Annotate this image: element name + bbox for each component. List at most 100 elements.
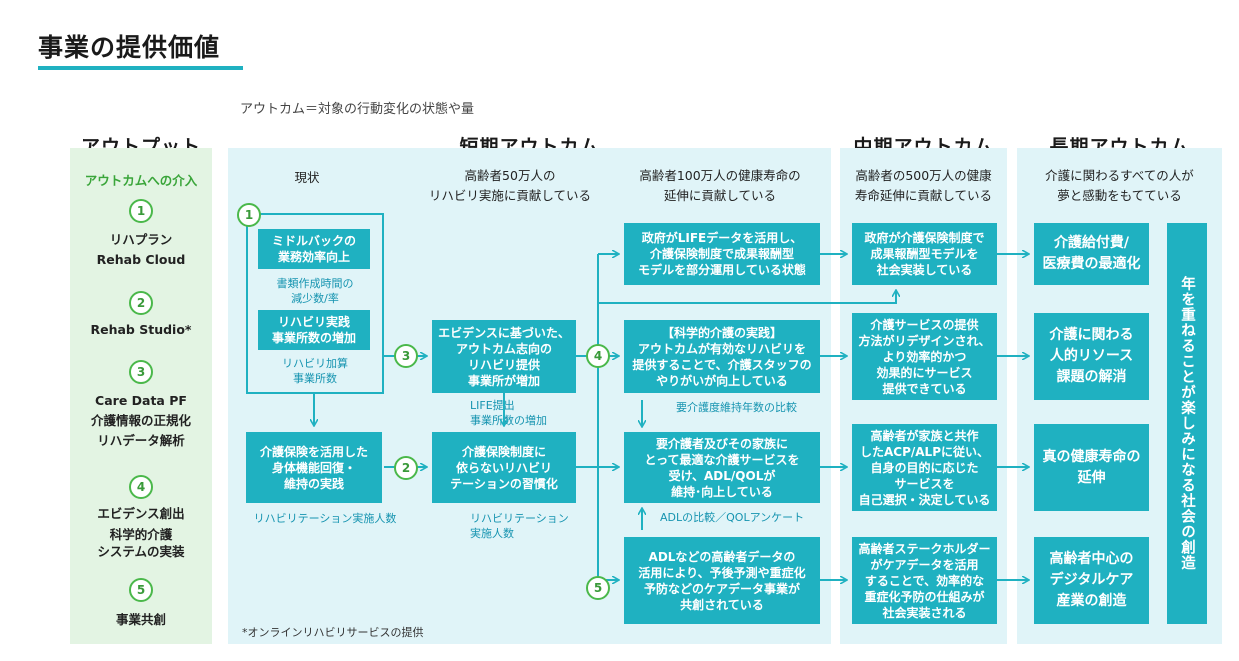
box-line: エビデンスに基づいた、 bbox=[438, 325, 570, 340]
box-line: 高齢者中心の bbox=[1049, 551, 1134, 567]
box-line: 介護保険を活用した bbox=[259, 444, 368, 459]
box-line: 受け、ADL/QOLが bbox=[668, 468, 776, 483]
box-line: 高齢者ステークホルダー bbox=[858, 541, 991, 556]
subhead-line: 延伸に貢献している bbox=[663, 188, 777, 203]
output-item-4-line: 科学的介護 bbox=[109, 527, 173, 542]
box-line: 介護給付費/ bbox=[1053, 235, 1130, 251]
box-mid-3: 高齢者が家族と共作したACP/ALPに従い、自身の目的に応じたサービスを自己選択… bbox=[852, 424, 997, 511]
output-panel bbox=[70, 148, 212, 644]
output-num-1: 1 bbox=[129, 199, 153, 223]
step-circle-4: 4 bbox=[586, 344, 610, 368]
box-line: 自己選択・決定している bbox=[858, 492, 991, 507]
box-line: テーションの習慣化 bbox=[450, 476, 558, 491]
box-line: サービスを bbox=[894, 476, 955, 491]
page-title: 事業の提供価値 bbox=[38, 33, 221, 62]
step-circle-5: 5 bbox=[586, 576, 610, 600]
label-document-time: 書類作成時間の減少数/率 bbox=[250, 276, 380, 306]
output-item-1-line: リハプラン bbox=[109, 232, 173, 247]
box-line: モデルを部分運用している状態 bbox=[638, 263, 806, 277]
box-line: 介護に関わる bbox=[1049, 327, 1134, 343]
label-line: リハビリテーション bbox=[470, 512, 569, 525]
box-line: することで、効率的な bbox=[864, 573, 985, 588]
label-line: 事業所数 bbox=[293, 372, 337, 385]
output-num-2: 2 bbox=[129, 291, 153, 315]
box-habit: 介護保険制度に依らないリハビリテーションの習慣化 bbox=[432, 432, 576, 503]
label-line: 実施人数 bbox=[470, 527, 514, 540]
box-mid-4: 高齢者ステークホルダーがケアデータを活用することで、効率的な重症化予防の仕組みが… bbox=[852, 537, 997, 624]
output-item-5: 事業共創 bbox=[70, 610, 212, 630]
box-line: やりがいが向上している bbox=[656, 373, 788, 388]
current-state-group bbox=[246, 213, 384, 394]
box-line: 社会実装している bbox=[876, 263, 973, 277]
subhead-line: 夢と感動をもてている bbox=[1057, 188, 1182, 203]
box-line: 活用により、予後予測や重症化 bbox=[638, 565, 806, 580]
box-long-1: 介護給付費/医療費の最適化 bbox=[1034, 223, 1149, 285]
output-item-4-line: システムの実装 bbox=[97, 544, 185, 559]
output-num-3: 3 bbox=[129, 360, 153, 384]
box-line: 社会実装される bbox=[882, 605, 967, 620]
box-line: アウトカム志向の bbox=[455, 341, 552, 356]
subhead-line: 高齢者の500万人の健康 bbox=[855, 168, 992, 183]
box-line: デジタルケア bbox=[1049, 572, 1134, 588]
box-line: 医療費の最適化 bbox=[1042, 256, 1141, 272]
box-line: 課題の解消 bbox=[1056, 369, 1127, 385]
output-item-4: エビデンス創出 科学的介護 システムの実装 bbox=[70, 505, 212, 560]
step-circle-2: 2 bbox=[394, 456, 418, 480]
step-circle-3: 3 bbox=[394, 344, 418, 368]
box-line: ADLなどの高齢者データの bbox=[648, 549, 796, 564]
box-line: 業務効率向上 bbox=[277, 250, 350, 264]
box-line: 産業の創造 bbox=[1056, 593, 1127, 609]
box-line: 提供できている bbox=[882, 381, 967, 396]
box-line: 要介護者及びその家族に bbox=[655, 436, 788, 451]
box-line: 事業所数の増加 bbox=[271, 331, 356, 345]
output-item-3: Care Data PF 介護情報の正規化 リハデータ解析 bbox=[70, 391, 212, 451]
footnote: *オンラインリハビリサービスの提供 bbox=[242, 626, 424, 639]
box-line: 政府が介護保険制度で bbox=[864, 231, 985, 245]
box-care-insurance: 介護保険を活用した身体機能回復・維持の実践 bbox=[246, 432, 382, 503]
label-care-level: 要介護度維持年数の比較 bbox=[676, 401, 797, 414]
long-subhead: 介護に関わるすべての人が 夢と感動をもてている bbox=[1017, 166, 1222, 206]
box-line: とって最適な介護サービスを bbox=[644, 452, 800, 467]
label-rehab-count-2: リハビリテーション実施人数 bbox=[470, 511, 580, 541]
short-subhead-1m: 高齢者100万人の健康寿命の 延伸に貢献している bbox=[610, 166, 830, 206]
box-middle-back: ミドルバックの業務効率向上 bbox=[258, 229, 370, 269]
box-line: 自身の目的に応じた bbox=[870, 460, 979, 475]
short-subhead-500k: 高齢者50万人の リハビリ実施に貢献している bbox=[410, 166, 610, 206]
box-long-vertical: 年を重ねることが楽しみになる社会の創造 bbox=[1167, 223, 1207, 624]
box-adl-data: ADLなどの高齢者データの活用により、予後予測や重症化予防などのケアデータ事業が… bbox=[624, 537, 820, 624]
outcome-definition: アウトカム＝対象の行動変化の状態や量 bbox=[240, 102, 475, 117]
label-line: 事業所数の増加 bbox=[470, 414, 547, 427]
box-line: したACP/ALPに従い、 bbox=[859, 444, 989, 459]
box-line: 成果報酬型モデルを bbox=[870, 247, 979, 261]
box-mid-1: 政府が介護保険制度で成果報酬型モデルを社会実装している bbox=[852, 223, 997, 285]
box-line: 維持･向上している bbox=[671, 484, 773, 499]
box-line: 介護保険制度で成果報酬型 bbox=[649, 247, 794, 261]
box-line: がケアデータを活用 bbox=[870, 557, 979, 572]
box-long-3: 真の健康寿命の延伸 bbox=[1034, 424, 1149, 511]
label-line: リハビリ加算 bbox=[282, 357, 348, 370]
box-line: 予防などのケアデータ事業が bbox=[643, 581, 800, 596]
step-circle-1: 1 bbox=[237, 203, 261, 227]
output-item-5-line: 事業共創 bbox=[115, 612, 166, 627]
subhead-line: 高齢者50万人の bbox=[464, 168, 556, 183]
label-rehab-addition: リハビリ加算事業所数 bbox=[250, 356, 380, 386]
subhead-line: リハビリ実施に貢献している bbox=[428, 188, 592, 203]
box-line: 効果的にサービス bbox=[876, 365, 973, 380]
box-line: 【科学的介護の実践】 bbox=[661, 325, 782, 340]
output-num-4: 4 bbox=[129, 475, 153, 499]
box-line: リハビリ提供 bbox=[467, 357, 540, 372]
box-line: 事業所が増加 bbox=[467, 373, 540, 388]
output-item-1-line: Rehab Cloud bbox=[96, 252, 186, 267]
title-underline bbox=[38, 66, 243, 70]
output-item-3-line: 介護情報の正規化 bbox=[90, 413, 191, 428]
box-line: 方法がリデザインされ、 bbox=[858, 333, 991, 348]
box-family: 要介護者及びその家族にとって最適な介護サービスを受け、ADL/QOLが維持･向上… bbox=[624, 432, 820, 503]
label-adl-compare: ADLの比較／QOLアンケート bbox=[660, 511, 805, 524]
output-item-2-line: Rehab Studio* bbox=[90, 322, 192, 337]
label-rehab-count: リハビリテーション実施人数 bbox=[253, 512, 397, 525]
subhead-line: 現状 bbox=[294, 170, 320, 185]
box-line: 高齢者が家族と共作 bbox=[870, 428, 979, 443]
box-evidence: エビデンスに基づいた、アウトカム志向のリハビリ提供事業所が増加 bbox=[432, 320, 576, 393]
box-line: 人的リソース bbox=[1049, 348, 1134, 364]
output-num-5: 5 bbox=[129, 578, 153, 602]
